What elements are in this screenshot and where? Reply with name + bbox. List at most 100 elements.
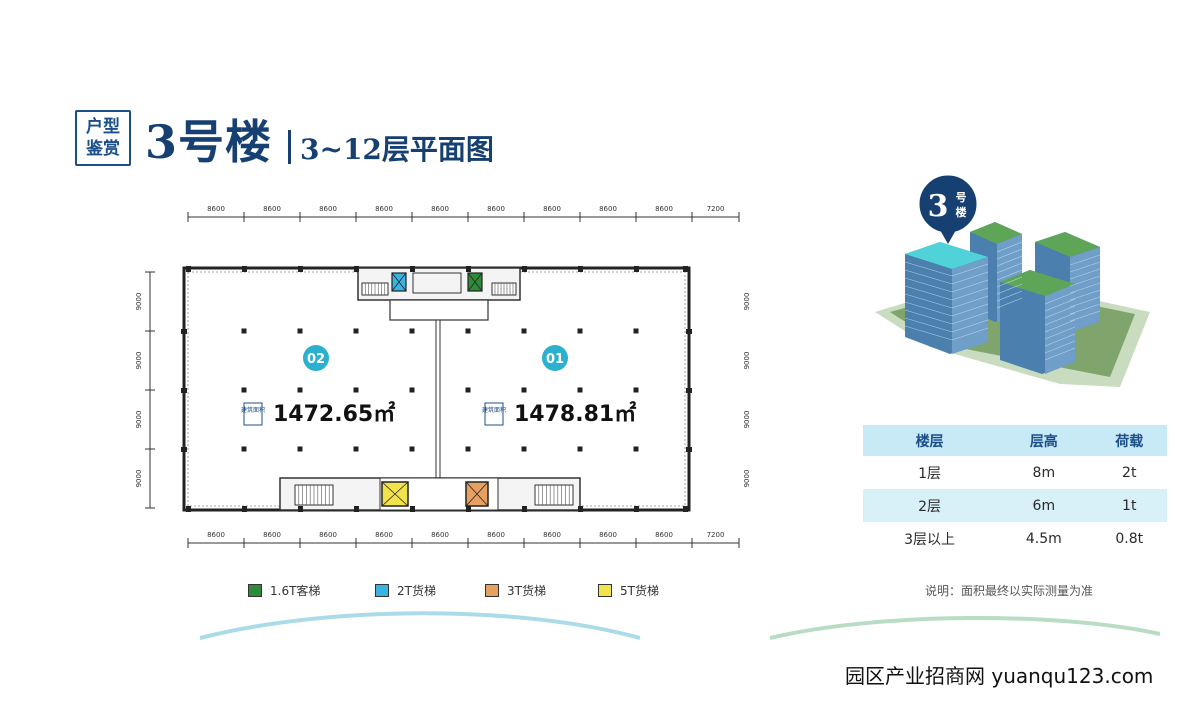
area-note: 说明：面积最终以实际测量为准 (925, 584, 1094, 598)
cell-floor: 3层以上 (904, 531, 956, 548)
dimension-label: 8600 (263, 531, 281, 539)
floors-title: 3~12层平面图 (300, 133, 494, 166)
marker-number: 3 (928, 189, 949, 224)
unit-02-area: 1472.65㎡ (273, 401, 395, 427)
unit-02-area-label: 建筑面积 (241, 406, 265, 414)
building-title: 3号楼 (145, 115, 273, 169)
dimension-label: 8600 (375, 205, 393, 213)
top-core (357, 267, 521, 321)
dimension-label: 8600 (543, 531, 561, 539)
column (633, 328, 639, 334)
section-tag: 户型 鉴赏 (75, 110, 131, 166)
column (409, 328, 415, 334)
column (521, 328, 527, 334)
column (521, 446, 527, 452)
legend-item-5t: 5T货梯 (598, 582, 659, 599)
legend-swatch-icon (375, 584, 389, 597)
column (521, 387, 527, 393)
dimension-label: 8600 (431, 205, 449, 213)
dimension-label: 9000 (743, 411, 750, 429)
unit-02-number: 02 (307, 352, 325, 367)
floor-plan: 8600 8600 8600 8600 8600 8600 8600 8600 8600 7200… (135, 205, 750, 548)
unit-01-number: 01 (546, 352, 564, 367)
column (241, 446, 247, 452)
dimension-label: 7200 (707, 531, 725, 539)
column (577, 446, 583, 452)
unit-01-badge (542, 345, 568, 371)
cell-floor: 1层 (918, 465, 942, 482)
dimension-label: 8600 (263, 205, 281, 213)
decorative-waves (199, 611, 1161, 640)
dimension-label: 7200 (707, 205, 725, 213)
dimension-label: 8600 (655, 205, 673, 213)
legend-item-2t: 2T货梯 (375, 582, 436, 599)
building-render: 3 号 楼 (875, 172, 1150, 387)
column (353, 387, 359, 393)
column (577, 328, 583, 334)
bottom-core (279, 477, 581, 511)
building-3-marker: 3 号 楼 (916, 172, 980, 244)
legend-swatch-icon (485, 584, 499, 597)
cell-height: 8m (1032, 464, 1056, 481)
column (297, 446, 303, 452)
dimension-label: 9000 (743, 470, 750, 488)
legend-swatch-icon (598, 584, 612, 597)
marker-suffix-2: 楼 (956, 205, 967, 219)
dimension-label: 8600 (207, 531, 225, 539)
dimension-label: 9000 (135, 293, 143, 311)
cell-floor: 2层 (863, 489, 997, 522)
dimension-right: 9000 9000 9000 9000 (743, 293, 750, 488)
dimension-label: 8600 (431, 531, 449, 539)
column (241, 328, 247, 334)
column (409, 446, 415, 452)
legend-label: 1.6T客梯 (270, 584, 321, 598)
cell-height: 6m (996, 489, 1092, 522)
column (409, 387, 415, 393)
unit-01: 01 建筑面积 1478.81㎡ (482, 345, 636, 427)
cell-load: 1t (1091, 489, 1167, 522)
legend-label: 2T货梯 (397, 584, 436, 598)
cell-load: 0.8t (1115, 530, 1144, 547)
dimension-label: 8600 (319, 531, 337, 539)
structural-columns (181, 266, 692, 512)
dimension-label: 8600 (207, 205, 225, 213)
dimension-label: 9000 (135, 470, 143, 488)
column (577, 387, 583, 393)
spec-table: 楼层 层高 荷载 1层 8m 2t 2层 6m 1t 3层以上 4.5m 0.8… (863, 425, 1167, 555)
title-separator (288, 130, 291, 164)
header-load: 荷载 (1091, 425, 1167, 456)
cell-load: 2t (1122, 464, 1137, 481)
dimension-label: 9000 (743, 352, 750, 370)
section-tag-line2: 鉴赏 (86, 139, 120, 159)
unit-01-area: 1478.81㎡ (514, 401, 636, 427)
column (241, 387, 247, 393)
table-row: 2层 6m 1t (863, 489, 1167, 522)
column (353, 446, 359, 452)
footer-watermark: 园区产业招商网 yuanqu123.com (845, 664, 1154, 688)
legend-label: 5T货梯 (620, 584, 659, 598)
header-floor: 楼层 (863, 425, 997, 456)
table-row: 3层以上 4.5m 0.8t (863, 522, 1167, 555)
cell-height: 4.5m (1025, 530, 1062, 547)
dimension-label: 8600 (319, 205, 337, 213)
legend-item-passenger: 1.6T客梯 (248, 582, 320, 599)
column (633, 446, 639, 452)
dimension-label: 8600 (487, 205, 505, 213)
table-row: 1层 8m 2t (863, 456, 1167, 489)
dimension-label: 8600 (599, 531, 617, 539)
dimension-label: 8600 (543, 205, 561, 213)
dimension-label: 8600 (487, 531, 505, 539)
column (465, 328, 471, 334)
unit-02: 02 建筑面积 1472.65㎡ (241, 345, 395, 427)
column (465, 446, 471, 452)
dimension-label: 8600 (655, 531, 673, 539)
tower-front-right (1000, 270, 1075, 374)
column (297, 328, 303, 334)
dimension-label: 9000 (743, 293, 750, 311)
unit-01-area-label: 建筑面积 (482, 406, 506, 414)
legend-item-3t: 3T货梯 (485, 582, 546, 599)
dimension-label: 9000 (135, 411, 143, 429)
